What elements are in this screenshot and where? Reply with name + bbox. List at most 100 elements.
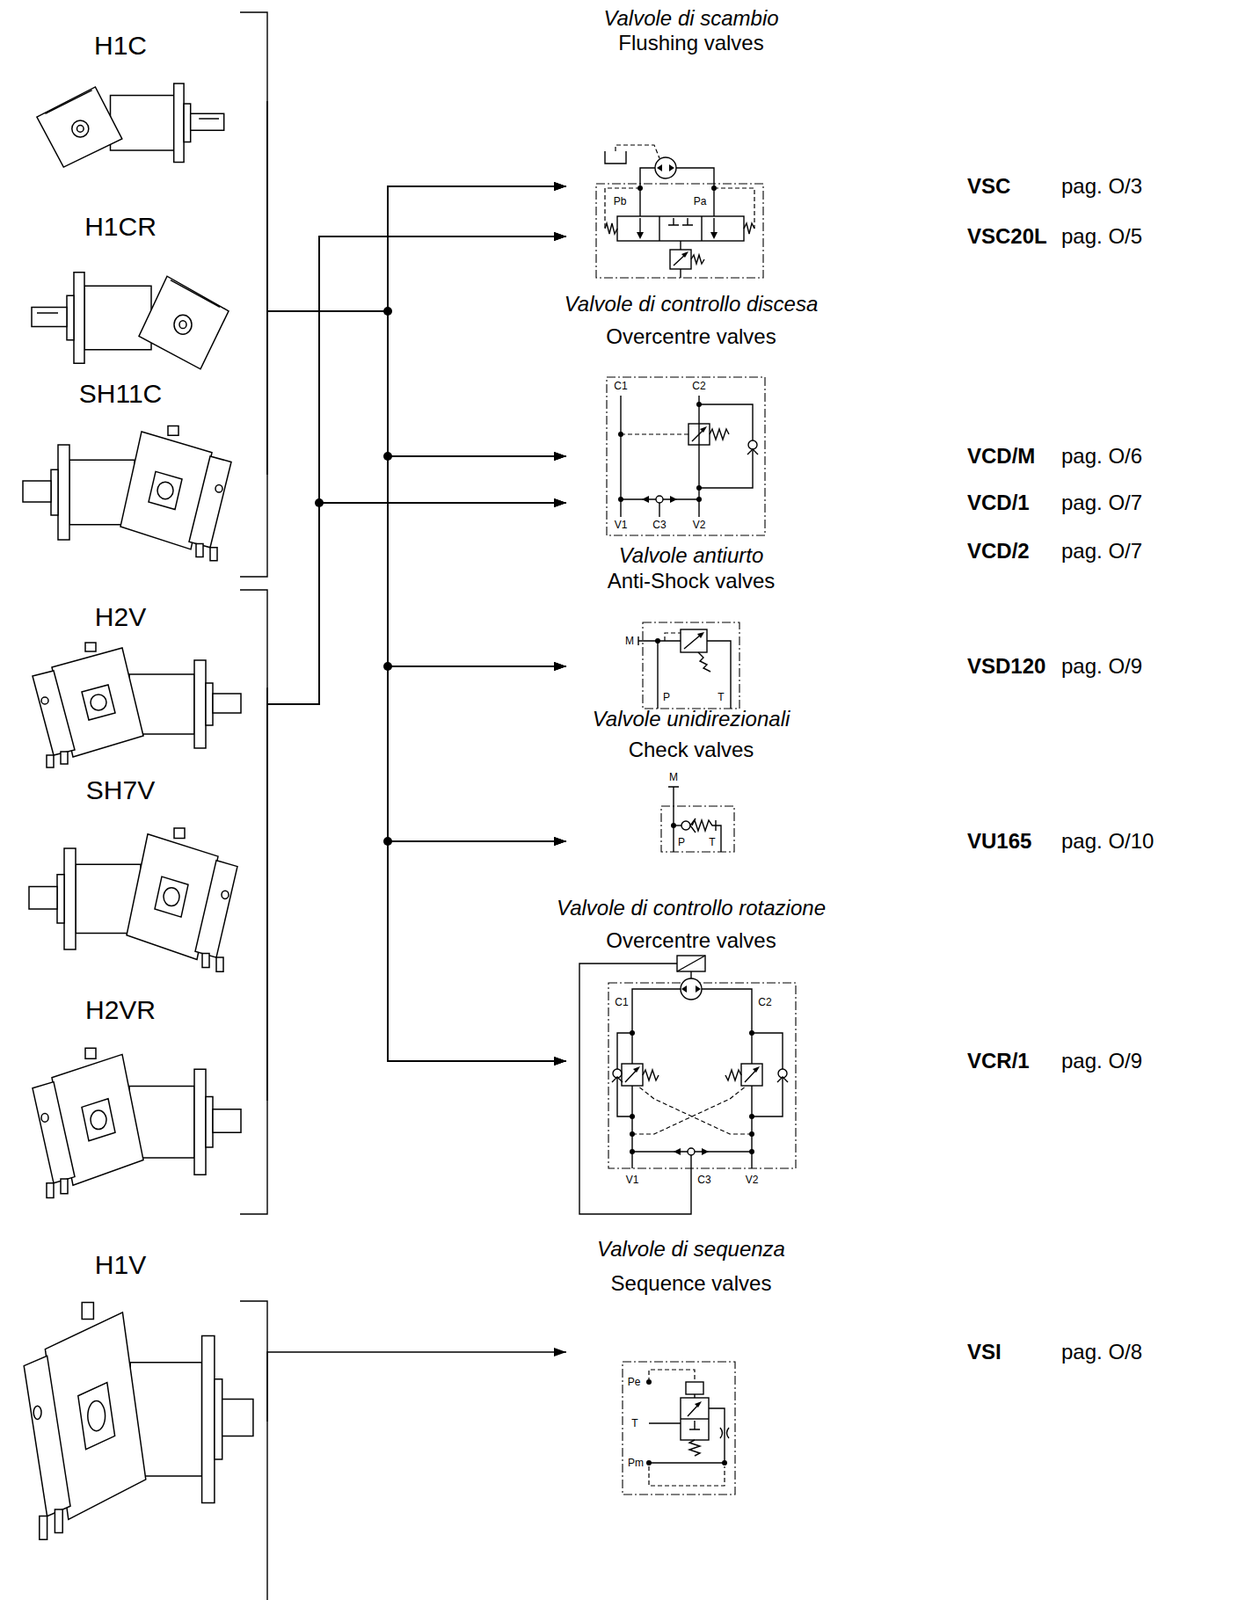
sequence-valve-symbol — [685, 1382, 704, 1395]
port-name: V1 — [614, 518, 628, 532]
valve-title-en: Check valves — [628, 737, 755, 763]
connector-arrow — [267, 186, 567, 475]
motor-name: H1V — [17, 1250, 224, 1281]
port-name: Pe — [627, 1376, 642, 1389]
motor-name: H1C — [17, 30, 224, 61]
port-name: P — [677, 836, 685, 849]
rotation-overcentre-symbol — [629, 1030, 635, 1036]
flushing-valve-symbol — [710, 232, 718, 240]
sequence-valve-symbol — [720, 1427, 729, 1439]
group-bracket — [240, 12, 268, 577]
motor-illustration — [31, 272, 229, 370]
sequence-valve-symbol — [648, 1369, 695, 1383]
rotation-overcentre-symbol — [632, 1085, 747, 1135]
port-name: Pb — [613, 195, 627, 208]
check-valve-symbol — [715, 820, 722, 853]
junction-dot — [314, 306, 393, 846]
valve-code: VSI — [967, 1340, 1002, 1365]
sequence-valve-symbol — [648, 1466, 725, 1487]
rotation-overcentre-symbol — [633, 1066, 641, 1073]
connector-arrow — [267, 186, 567, 312]
overcentre-valve-symbol — [696, 485, 702, 491]
sequence-valve-symbol — [680, 1418, 709, 1420]
rotation-overcentre-symbol — [611, 1077, 623, 1083]
port-name: V1 — [626, 1173, 640, 1187]
port-name: C1 — [614, 996, 628, 1009]
overcentre-valve-symbol — [709, 429, 729, 440]
sequence-valve-symbol — [689, 1440, 700, 1457]
page-reference: pag. O/5 — [1061, 224, 1143, 249]
valve-code: VCD/M — [967, 444, 1035, 469]
valve-code: VSC — [967, 174, 1011, 199]
flushing-valve-symbol — [691, 254, 705, 264]
motor-illustration — [32, 1048, 241, 1198]
valve-title-it: Valvole di controllo discesa — [564, 291, 819, 317]
overcentre-valve-symbol — [606, 377, 765, 536]
flushing-valve-symbol — [681, 251, 689, 258]
flushing-valve-symbol — [596, 183, 764, 278]
flushing-valve-symbol — [636, 232, 644, 240]
valve-group: Valvole di scambioFlushing valvesPbPa — [566, 140, 774, 286]
connector-arrow — [267, 101, 567, 1062]
valve-title-en: Sequence valves — [611, 1271, 773, 1297]
rotation-overcentre-symbol — [642, 1070, 659, 1081]
overcentre-valve-symbol — [699, 404, 753, 489]
valve-group: Valvole antiurtoAnti-Shock valvesMPT — [566, 615, 748, 717]
valve-group: Valvole di controllo discesaOvercentre v… — [566, 369, 774, 546]
valve-code: VCD/1 — [967, 490, 1030, 516]
rotation-overcentre-symbol — [749, 1131, 755, 1137]
rotation-overcentre-symbol — [695, 985, 701, 993]
overcentre-valve-symbol — [699, 426, 707, 433]
anti-shock-valve-symbol — [664, 633, 681, 642]
check-valve-symbol — [673, 824, 682, 826]
valve-code: VCR/1 — [967, 1049, 1030, 1074]
port-name: V2 — [692, 518, 707, 532]
motor-name: H2VR — [17, 995, 224, 1026]
anti-shock-valve-symbol — [638, 636, 681, 646]
connector-arrow — [267, 1352, 567, 1422]
flushing-valve-symbol — [676, 167, 714, 217]
page-reference: pag. O/3 — [1061, 174, 1143, 199]
overcentre-valve-symbol — [688, 423, 710, 445]
valve-code: VSD120 — [967, 654, 1046, 679]
overcentre-valve-symbol — [606, 377, 765, 536]
rotation-overcentre-symbol — [608, 983, 796, 1169]
rotation-overcentre-symbol — [637, 1085, 752, 1135]
motor-illustration — [36, 83, 225, 168]
valve-title-en: Overcentre valves — [605, 324, 776, 350]
port-name: Pm — [627, 1456, 644, 1470]
rotation-overcentre-symbol — [673, 1148, 681, 1156]
port-name: T — [708, 836, 715, 849]
valve-code: VCD/2 — [967, 539, 1030, 564]
valve-code: VSC20L — [967, 224, 1048, 249]
valve-group: Valvole di sequenzaSequence valvesPeTPm — [566, 1336, 748, 1504]
group-bracket — [240, 590, 268, 1215]
page-reference: pag. O/6 — [1061, 444, 1143, 469]
motor-unit: H1CR — [17, 211, 268, 380]
connector-arrow — [267, 311, 567, 475]
connector-arrow — [267, 311, 567, 842]
rotation-overcentre-symbol — [681, 985, 687, 993]
sequence-valve-symbol — [622, 1362, 736, 1495]
connector-arrow — [267, 502, 567, 879]
motor-name: SH11C — [17, 378, 224, 409]
flushing-valve-symbol — [596, 145, 764, 278]
flushing-valve-symbol — [604, 151, 627, 164]
sequence-valve-symbol — [648, 1462, 725, 1464]
flushing-valve-symbol — [659, 216, 702, 241]
group-bracket — [240, 12, 268, 1600]
anti-shock-valve-symbol — [680, 629, 707, 653]
connector-arrow — [267, 101, 567, 312]
page-reference: pag. O/9 — [1061, 1049, 1143, 1074]
motor-name: SH7V — [17, 775, 224, 806]
flushing-valve-symbol — [679, 269, 681, 278]
motor-name: H1CR — [17, 211, 224, 242]
connector-arrow — [267, 311, 567, 1062]
anti-shock-valve-symbol — [698, 652, 711, 672]
page-reference: pag. O/7 — [1061, 539, 1143, 564]
valve-title-en: Anti-Shock valves — [607, 568, 776, 594]
flushing-valve-symbol — [679, 240, 681, 250]
sequence-valve-symbol — [680, 1398, 709, 1441]
flushing-valve-symbol — [670, 249, 692, 270]
rotation-overcentre-symbol — [687, 1148, 695, 1156]
